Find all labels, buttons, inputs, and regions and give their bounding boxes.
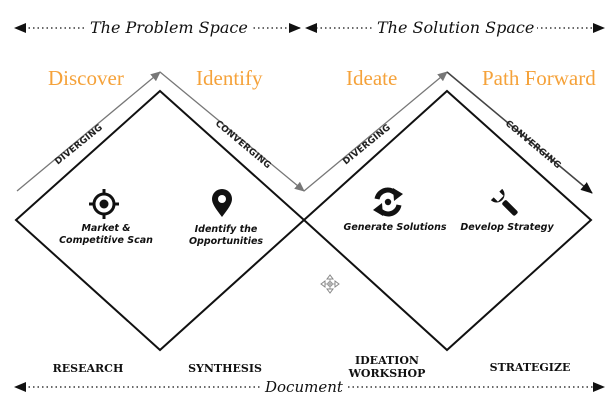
activity-generate-solutions: Generate Solutions [343,222,447,233]
left-converging-arrow [159,71,305,192]
left-diamond [14,89,306,352]
solution-space-arrow-left-head [305,23,317,33]
left-diverging-arrow [16,71,161,192]
activity-market-scan: Market & Competitive Scan [59,223,153,246]
problem-space-arrow-left-head [14,23,26,33]
right-diverging-arrow [303,71,448,192]
location-pin-icon [212,189,232,217]
document-arrow-left-head [14,382,26,392]
right-diamond [302,89,593,352]
phase-identify: Identify [196,66,263,90]
stage-strategize: STRATEGIZE [489,361,571,374]
stage-synthesis: SYNTHESIS [188,362,262,375]
activity-identify-opportunities: Identify the Opportunities [188,224,264,247]
phase-path-forward: Path Forward [482,66,596,90]
target-icon [89,189,119,219]
wrench-icon [490,188,518,216]
solution-space-label: The Solution Space [374,19,538,37]
stage-ideation-workshop: IDEATION WORKSHOP [348,354,426,380]
document-label: Document [262,378,346,396]
refresh-icon [373,187,403,217]
right-converging-arrow [446,71,593,194]
phase-ideate: Ideate [346,66,398,90]
phase-discover: Discover [48,66,124,90]
stage-research: RESEARCH [52,362,124,375]
problem-space-label: The Problem Space [87,19,251,37]
move-handle-icon[interactable] [320,274,340,294]
activity-develop-strategy: Develop Strategy [460,222,554,233]
